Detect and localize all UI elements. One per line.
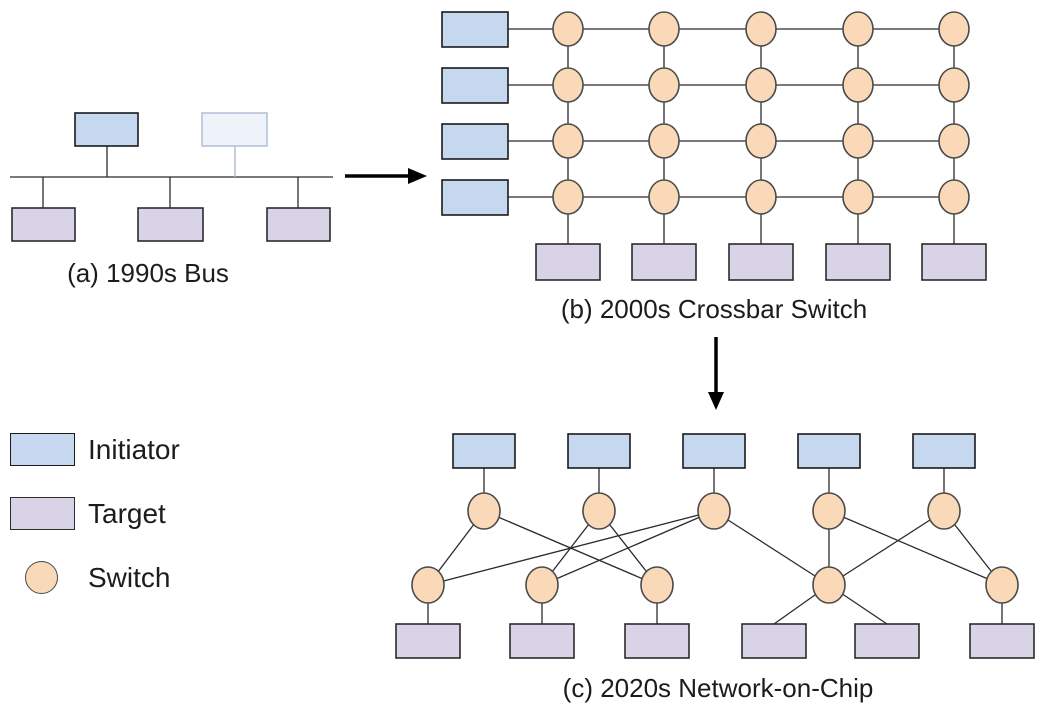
crossbar-initiator-node <box>441 123 509 160</box>
noc-switch-node <box>640 566 674 604</box>
crossbar-switch-node <box>552 67 584 103</box>
crossbar-switch-node <box>938 123 970 159</box>
initiator-swatch <box>10 433 75 466</box>
legend-label-switch: Switch <box>88 562 171 593</box>
noc-target-node <box>509 623 575 659</box>
crossbar-switch-node <box>745 67 777 103</box>
noc-initiator-node <box>682 433 746 469</box>
crossbar-initiator-node <box>441 11 509 48</box>
noc-initiator-node <box>912 433 976 469</box>
noc-switch-node <box>985 566 1019 604</box>
crossbar-target-node <box>921 243 987 281</box>
noc-switch-node <box>525 566 559 604</box>
crossbar-target-node <box>631 243 697 281</box>
target-swatch <box>10 497 75 530</box>
noc-edge-line <box>541 510 715 586</box>
crossbar-switch-node <box>552 11 584 47</box>
crossbar-switch-node <box>552 179 584 215</box>
bus-target-node <box>266 207 331 242</box>
legend-label-target: Target <box>88 498 166 529</box>
legend-item-switch: Switch <box>10 561 170 594</box>
crossbar-switch-node <box>648 179 680 215</box>
crossbar-switch-node <box>745 11 777 47</box>
crossbar-switch-node <box>648 123 680 159</box>
bus-target-node <box>11 207 76 242</box>
crossbar-switch-node <box>938 179 970 215</box>
noc-edge-line <box>713 510 830 586</box>
crossbar-switch-node <box>842 123 874 159</box>
caption-crossbar: (b) 2000s Crossbar Switch <box>560 294 868 324</box>
crossbar-switch-node <box>745 179 777 215</box>
noc-initiator-node <box>797 433 861 469</box>
switch-swatch <box>25 561 58 594</box>
noc-target-node <box>969 623 1035 659</box>
crossbar-switch-node <box>648 67 680 103</box>
bus-to-crossbar-arrowhead <box>408 168 427 184</box>
noc-switch-node <box>411 566 445 604</box>
crossbar-switch-node <box>842 67 874 103</box>
crossbar-switch-node <box>938 67 970 103</box>
crossbar-initiator-node <box>441 179 509 216</box>
crossbar-switch-node <box>842 179 874 215</box>
noc-target-node <box>854 623 920 659</box>
crossbar-switch-node <box>938 11 970 47</box>
noc-switch-node <box>467 492 501 530</box>
noc-switch-node <box>582 492 616 530</box>
noc-switch-node <box>812 566 846 604</box>
crossbar-switch-node <box>745 123 777 159</box>
crossbar-target-node <box>728 243 794 281</box>
noc-edge-line <box>828 510 945 586</box>
bus-initiator-node <box>74 112 139 147</box>
noc-initiator-node <box>567 433 631 469</box>
crossbar-switch-node <box>552 123 584 159</box>
legend-label-initiator: Initiator <box>88 434 180 465</box>
crossbar-to-noc-arrowhead <box>708 392 724 410</box>
bus-target-node <box>137 207 204 242</box>
noc-target-node <box>624 623 690 659</box>
crossbar-switch-node <box>842 11 874 47</box>
crossbar-switch-node <box>648 11 680 47</box>
crossbar-target-node <box>535 243 601 281</box>
crossbar-initiator-node <box>441 67 509 104</box>
caption-noc: (c) 2020s Network-on-Chip <box>562 673 874 703</box>
legend-item-target: Target <box>10 497 166 530</box>
noc-edge-line <box>828 510 1003 586</box>
noc-switch-node <box>812 492 846 530</box>
legend-item-initiator: Initiator <box>10 433 180 466</box>
noc-target-node <box>741 623 807 659</box>
noc-edge-line <box>427 510 715 586</box>
crossbar-target-node <box>825 243 891 281</box>
noc-target-node <box>395 623 461 659</box>
noc-switch-node <box>927 492 961 530</box>
noc-initiator-node <box>452 433 516 469</box>
noc-switch-node <box>697 492 731 530</box>
caption-bus: (a) 1990s Bus <box>67 258 229 288</box>
bus-initiator-faded-node <box>201 112 268 147</box>
